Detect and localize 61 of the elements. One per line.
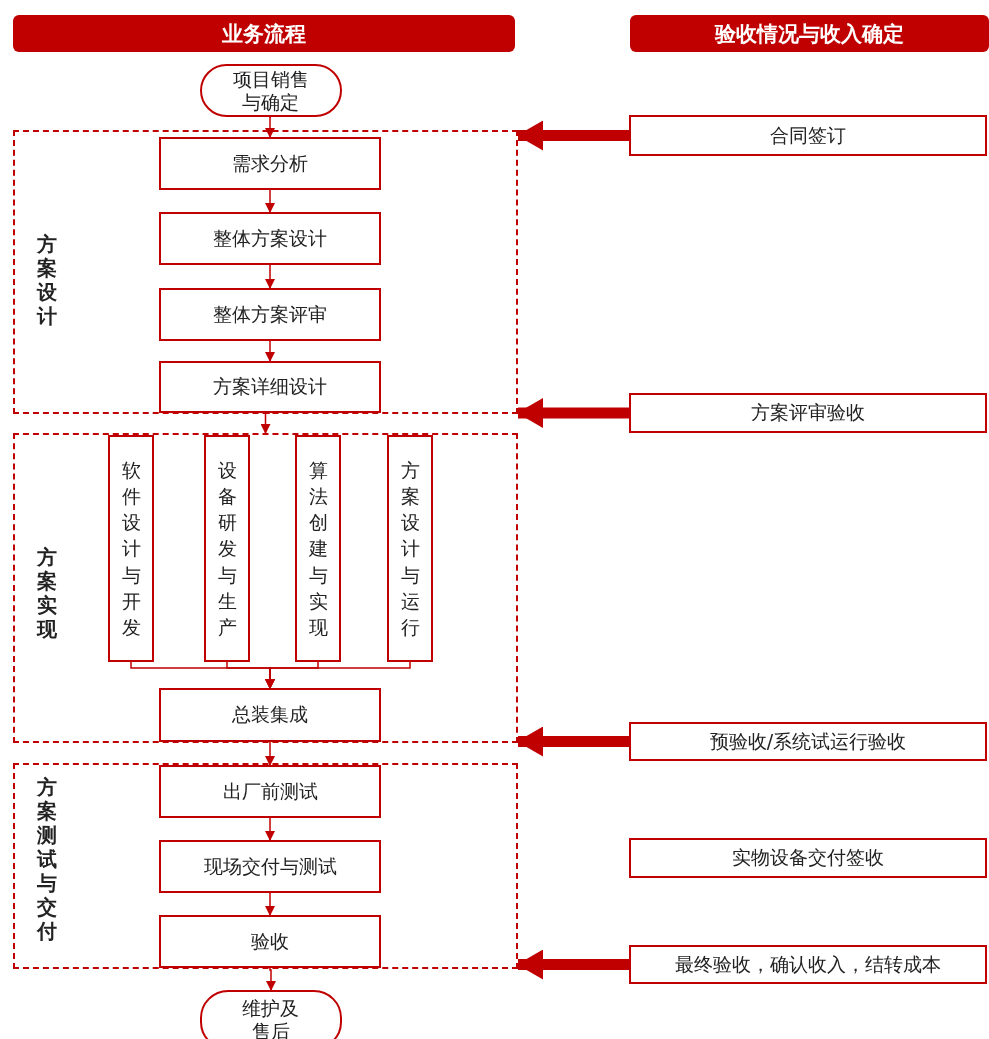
node-text: 业务流程 — [222, 20, 306, 48]
phase-group — [13, 763, 518, 969]
phase-group — [13, 433, 518, 743]
node-text: 预验收/系统试运行验收 — [709, 728, 907, 754]
node-text: 合同签订 — [770, 122, 846, 148]
arrow — [265, 340, 275, 362]
node-text: 验收情况与收入确定 — [715, 20, 904, 48]
block-arrow — [517, 398, 629, 428]
node-text: 出厂前测试 — [222, 778, 318, 804]
phase-label: 方案实现 — [37, 545, 57, 641]
node-text: 现场交付与测试 — [203, 853, 337, 879]
node-text: 设备研发与生产 — [217, 457, 237, 641]
arrow — [260, 412, 271, 434]
arrow — [265, 189, 275, 213]
process-box — [159, 765, 381, 818]
process-box — [295, 435, 341, 662]
process-box — [387, 435, 433, 662]
phase-label: 方案测试与交付 — [37, 775, 57, 943]
node-text: 实物设备交付签收 — [732, 845, 884, 870]
node-text: 整体方案评审 — [213, 301, 327, 327]
block-arrow — [517, 726, 629, 757]
section-header — [13, 15, 515, 52]
process-box — [629, 722, 987, 761]
node-text: 项目销售与确定 — [232, 67, 310, 114]
arrow — [265, 892, 275, 916]
node-text: 方案详细设计 — [213, 374, 327, 399]
phase-group — [13, 130, 518, 414]
process-box — [629, 838, 987, 878]
arrow — [265, 817, 275, 841]
block-arrow — [517, 120, 629, 151]
arrow — [266, 967, 276, 991]
phase-label: 方案设计 — [37, 232, 57, 328]
terminal-box — [200, 990, 342, 1039]
process-box — [629, 393, 987, 433]
node-text: 软件设计与开发 — [121, 457, 141, 641]
node-text: 算法创建与实现 — [308, 457, 328, 641]
process-box — [159, 361, 381, 413]
process-box — [159, 212, 381, 265]
process-box — [159, 688, 381, 742]
section-header — [630, 15, 989, 52]
process-box — [159, 915, 381, 968]
node-text: 方案评审验收 — [751, 400, 865, 425]
arrow — [265, 264, 275, 289]
arrow — [265, 741, 275, 766]
arrow — [265, 661, 411, 689]
process-box — [159, 288, 381, 341]
arrow — [265, 116, 275, 138]
process-box — [159, 840, 381, 893]
block-arrow — [517, 949, 629, 980]
terminal-box — [200, 64, 342, 117]
process-box — [159, 137, 381, 190]
process-box — [629, 115, 987, 156]
node-text: 需求分析 — [232, 150, 308, 176]
node-text: 验收 — [251, 928, 289, 954]
node-text: 方案设计与运行 — [400, 457, 420, 641]
node-text: 最终验收，确认收入，结转成本 — [675, 951, 941, 977]
process-box — [108, 435, 154, 662]
process-box — [629, 945, 987, 984]
node-text: 整体方案设计 — [213, 225, 327, 251]
node-text: 总装集成 — [232, 702, 308, 727]
process-box — [204, 435, 250, 662]
